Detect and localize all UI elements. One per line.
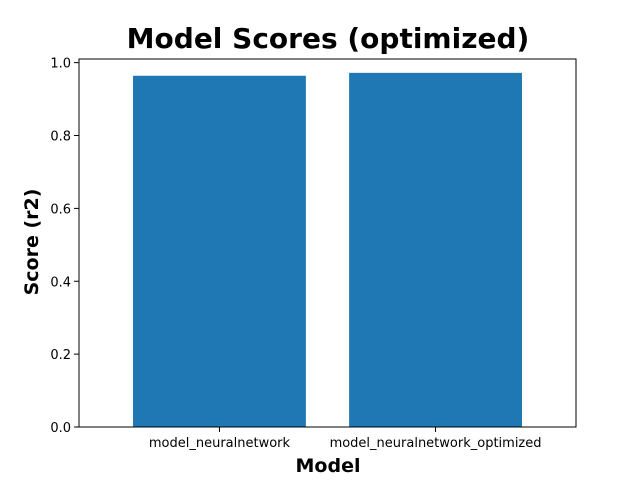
bar-model_neuralnetwork [133, 75, 306, 427]
y-tick-label: 0.8 [50, 130, 71, 145]
y-tick-label: 0.6 [50, 202, 71, 217]
bar-model_neuralnetwork_optimized [349, 72, 522, 427]
x-tick-label: model_neuralnetwork_optimized [330, 436, 542, 451]
y-axis-label: Score (r2) [21, 189, 43, 296]
y-tick-label: 0.2 [50, 348, 71, 363]
y-tick-label: 0.0 [50, 421, 71, 436]
x-tick-label: model_neuralnetwork [149, 436, 291, 451]
y-tick-label: 1.0 [50, 57, 71, 72]
x-axis-label: Model [296, 455, 361, 477]
plot-area: model_neuralnetwork model_neuralnetwork_o… [50, 57, 577, 451]
plot-frame [78, 58, 577, 428]
chart-title: Model Scores (optimized) [127, 22, 530, 55]
y-tick-label: 0.4 [50, 275, 71, 290]
